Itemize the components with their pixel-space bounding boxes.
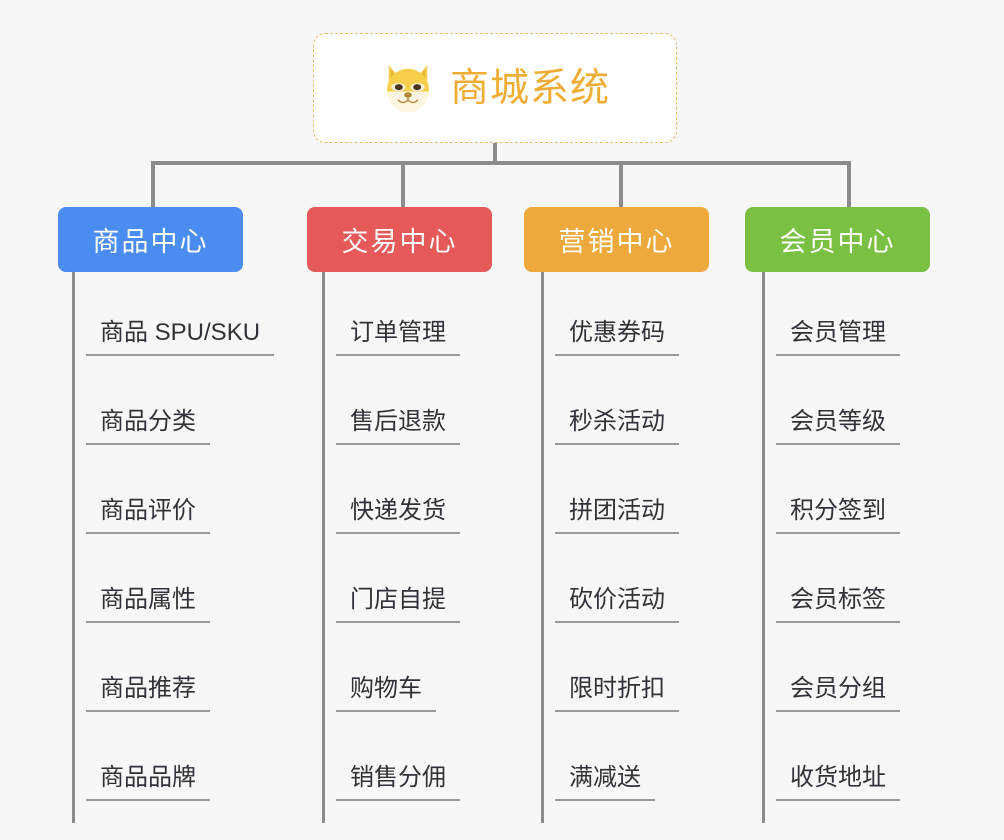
category-label-2: 交易中心 bbox=[341, 227, 458, 257]
branch-drop-connector-3 bbox=[619, 161, 623, 208]
leaf-item[interactable]: 商品属性 bbox=[86, 585, 210, 623]
branch-trunk-3 bbox=[541, 272, 544, 823]
leaf-item[interactable]: 会员分组 bbox=[776, 674, 900, 712]
leaf-label: 会员标签 bbox=[776, 585, 900, 623]
leaf-label: 门店自提 bbox=[336, 585, 460, 623]
root-title: 商城系统 bbox=[449, 66, 610, 110]
leaf-item[interactable]: 商品品牌 bbox=[86, 763, 210, 801]
branch-drop-connector-2 bbox=[401, 161, 405, 208]
leaf-item[interactable]: 限时折扣 bbox=[555, 674, 679, 712]
branch-trunk-4 bbox=[762, 272, 765, 823]
category-box-3[interactable]: 营销中心 bbox=[524, 207, 709, 272]
leaf-label: 秒杀活动 bbox=[555, 407, 679, 445]
leaf-label: 商品 SPU/SKU bbox=[86, 318, 275, 356]
leaf-item[interactable]: 优惠券码 bbox=[555, 318, 679, 356]
leaf-item[interactable]: 会员等级 bbox=[776, 407, 900, 445]
leaf-item[interactable]: 商品分类 bbox=[86, 407, 210, 445]
leaf-label: 商品分类 bbox=[86, 407, 210, 445]
category-label-4: 会员中心 bbox=[779, 227, 896, 257]
category-label-3: 营销中心 bbox=[558, 227, 675, 257]
leaf-label: 砍价活动 bbox=[555, 585, 679, 623]
leaf-item[interactable]: 订单管理 bbox=[336, 318, 460, 356]
leaf-label: 销售分佣 bbox=[336, 763, 460, 801]
branch-drop-connector-1 bbox=[151, 161, 155, 208]
leaf-label: 会员等级 bbox=[776, 407, 900, 445]
leaf-item[interactable]: 购物车 bbox=[336, 674, 436, 712]
leaf-label: 拼团活动 bbox=[555, 496, 679, 534]
leaf-label: 会员分组 bbox=[776, 674, 900, 712]
leaf-label: 优惠券码 bbox=[555, 318, 679, 356]
leaf-item[interactable]: 收货地址 bbox=[776, 763, 900, 801]
leaf-item[interactable]: 满减送 bbox=[555, 763, 655, 801]
leaf-item[interactable]: 商品推荐 bbox=[86, 674, 210, 712]
category-box-1[interactable]: 商品中心 bbox=[58, 207, 243, 272]
leaf-item[interactable]: 门店自提 bbox=[336, 585, 460, 623]
leaf-label: 商品推荐 bbox=[86, 674, 210, 712]
leaf-label: 会员管理 bbox=[776, 318, 900, 356]
leaf-item[interactable]: 砍价活动 bbox=[555, 585, 679, 623]
leaf-item[interactable]: 商品 SPU/SKU bbox=[86, 318, 275, 356]
leaf-item[interactable]: 快递发货 bbox=[336, 496, 460, 534]
leaf-item[interactable]: 售后退款 bbox=[336, 407, 460, 445]
leaf-label: 收货地址 bbox=[776, 763, 900, 801]
leaf-label: 商品品牌 bbox=[86, 763, 210, 801]
branch-drop-connector-4 bbox=[847, 161, 851, 208]
branch-trunk-1 bbox=[72, 272, 75, 823]
shiba-dog-face-icon bbox=[386, 65, 429, 113]
leaf-label: 购物车 bbox=[336, 674, 436, 712]
category-box-4[interactable]: 会员中心 bbox=[745, 207, 930, 272]
leaf-label: 积分签到 bbox=[776, 496, 900, 534]
root-node[interactable]: 商城系统 bbox=[313, 33, 677, 143]
leaf-item[interactable]: 秒杀活动 bbox=[555, 407, 679, 445]
root-stem-connector bbox=[493, 143, 497, 164]
leaf-item[interactable]: 会员管理 bbox=[776, 318, 900, 356]
leaf-label: 订单管理 bbox=[336, 318, 460, 356]
leaf-item[interactable]: 积分签到 bbox=[776, 496, 900, 534]
leaf-item[interactable]: 销售分佣 bbox=[336, 763, 460, 801]
leaf-label: 商品评价 bbox=[86, 496, 210, 534]
branch-bus-connector bbox=[151, 161, 851, 165]
leaf-label: 满减送 bbox=[555, 763, 655, 801]
leaf-item[interactable]: 会员标签 bbox=[776, 585, 900, 623]
leaf-label: 售后退款 bbox=[336, 407, 460, 445]
leaf-label: 快递发货 bbox=[336, 496, 460, 534]
category-box-2[interactable]: 交易中心 bbox=[307, 207, 492, 272]
branch-trunk-2 bbox=[322, 272, 325, 823]
leaf-label: 商品属性 bbox=[86, 585, 210, 623]
category-label-1: 商品中心 bbox=[92, 227, 209, 257]
leaf-item[interactable]: 商品评价 bbox=[86, 496, 210, 534]
leaf-label: 限时折扣 bbox=[555, 674, 679, 712]
leaf-item[interactable]: 拼团活动 bbox=[555, 496, 679, 534]
